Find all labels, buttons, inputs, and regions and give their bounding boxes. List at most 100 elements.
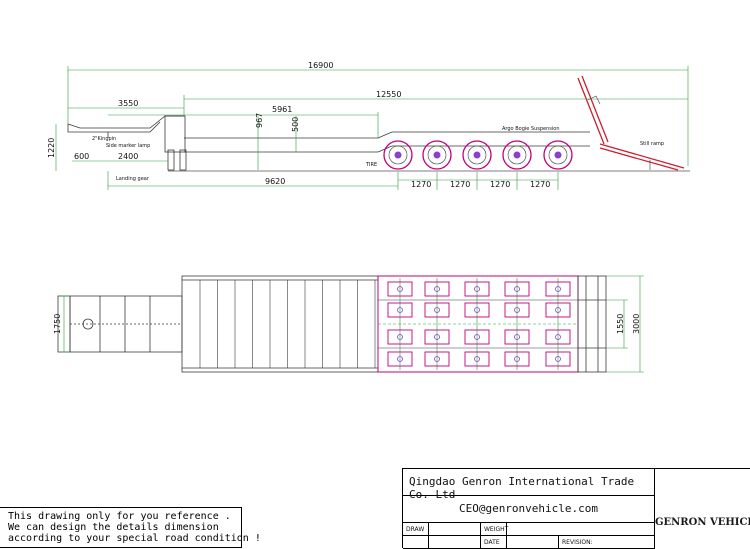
dim-overall-length: 16900 (308, 61, 333, 70)
top-wheel (504, 351, 530, 367)
top-wheel (504, 281, 530, 297)
side-dimensions (55, 66, 689, 190)
draw-value (429, 523, 481, 536)
top-wheel (545, 302, 571, 318)
top-wheel (464, 351, 490, 367)
ramp-group (577, 75, 685, 171)
top-hub (397, 356, 403, 362)
top-wheel (387, 302, 413, 318)
top-wheel (424, 329, 450, 345)
weight-label: WEIGHT (481, 523, 508, 536)
date-value (507, 536, 559, 549)
top-hub (555, 334, 561, 340)
top-hub (555, 307, 561, 313)
note-line-3: according to your special road condition… (8, 533, 261, 544)
wheel-5 (543, 140, 573, 170)
dim-axle-spacing-4: 1270 (530, 180, 550, 189)
top-hub (555, 356, 561, 362)
top-wheel (545, 281, 571, 297)
top-wheel (424, 302, 450, 318)
side-view (67, 115, 690, 172)
company-email[interactable]: CEO@genronvehicle.com (403, 496, 655, 523)
top-wheel (387, 329, 413, 345)
dim-kingpin-height: 1220 (47, 138, 56, 158)
note-line-1: This drawing only for you reference . (8, 511, 231, 522)
label-side-marker: Side marker lamp (106, 143, 150, 149)
dim-gooseneck-width: 1750 (53, 314, 62, 334)
top-dimensions (60, 275, 644, 373)
label-landing-gear: Landing gear (116, 176, 150, 182)
wheel-4 (502, 140, 532, 170)
top-hub (514, 334, 520, 340)
draw-label: DRAW (403, 523, 429, 536)
top-hub (474, 307, 480, 313)
top-wheel (464, 302, 490, 318)
top-wheel (424, 351, 450, 367)
blank-cell (403, 536, 429, 549)
label-kingpin: 2"Kingpin (92, 136, 116, 142)
axle-group-top (377, 275, 579, 373)
dim-axle-spacing-3: 1270 (490, 180, 510, 189)
dim-landing-gear: 2400 (118, 152, 138, 161)
top-hub (434, 286, 440, 292)
dim-axle-spacing-2: 1270 (450, 180, 470, 189)
title-block: Qingdao Genron International Trade Co. L… (402, 468, 750, 549)
top-wheel (504, 302, 530, 318)
top-hub (514, 307, 520, 313)
wheel-1 (383, 140, 413, 170)
dim-track-width: 1550 (616, 314, 625, 334)
blank-cell-2 (429, 536, 481, 549)
top-hub (514, 286, 520, 292)
top-hub (434, 307, 440, 313)
label-tire: TIRE (365, 162, 377, 168)
label-still-ramp: Still ramp (640, 141, 664, 147)
dim-overall-width: 3000 (632, 314, 641, 334)
wheel-3 (462, 140, 492, 170)
logo-text: GENRON VEHICLE (655, 517, 750, 528)
top-hub (434, 334, 440, 340)
top-hub (555, 286, 561, 292)
top-wheel (464, 281, 490, 297)
dim-deck-height: 967 (255, 113, 264, 128)
rear-frame-top (577, 275, 607, 373)
top-hub (474, 334, 480, 340)
top-hub (474, 356, 480, 362)
top-hub (434, 356, 440, 362)
top-wheel (504, 329, 530, 345)
logo-box: GENRON VEHICLE (655, 469, 750, 549)
wheel-hubs (394, 151, 562, 159)
label-suspension: Argo Bogie Suspension (502, 126, 560, 132)
dim-gooseneck-length: 3550 (118, 99, 138, 108)
top-wheel (545, 329, 571, 345)
still-ramp (599, 143, 685, 169)
company-name: Qingdao Genron International Trade Co. L… (403, 469, 655, 501)
top-wheel (464, 329, 490, 345)
top-hub (397, 334, 403, 340)
date-label: DATE (481, 536, 507, 549)
wheel-2 (422, 140, 452, 170)
dim-axle-spacing-1: 1270 (411, 180, 431, 189)
top-view-wheels (387, 278, 571, 370)
top-wheel (387, 351, 413, 367)
raised-ramp (577, 77, 605, 145)
dim-front-overhang: 600 (74, 152, 89, 161)
dim-deck-length: 12550 (376, 90, 401, 99)
top-hub (397, 286, 403, 292)
top-wheel (387, 281, 413, 297)
top-wheel (424, 281, 450, 297)
axle-wheels (383, 140, 573, 170)
weight-value (507, 523, 655, 536)
disclaimer-note: This drawing only for you reference . We… (0, 507, 261, 548)
top-hub (514, 356, 520, 362)
top-hub (397, 307, 403, 313)
dim-deck-depth: 500 (291, 117, 300, 132)
top-hub (474, 286, 480, 292)
revision-label: REVISION: (559, 536, 655, 549)
top-wheel (545, 351, 571, 367)
dim-kingpin-to-deck: 5961 (272, 105, 292, 114)
top-view (57, 275, 379, 373)
dim-kingpin-to-axle: 9620 (265, 177, 285, 186)
note-line-2: We can design the details dimension (8, 522, 219, 533)
deck-crossmembers (199, 280, 376, 368)
